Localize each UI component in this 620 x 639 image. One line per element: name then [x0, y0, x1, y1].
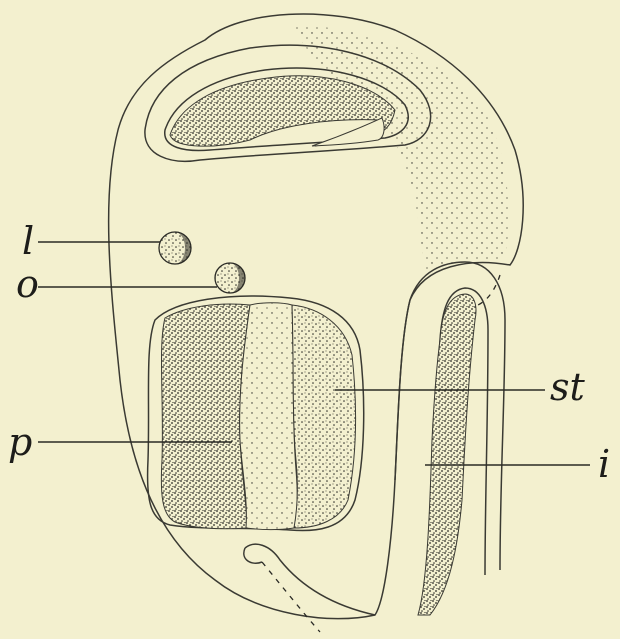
label-l: l — [22, 219, 34, 263]
dashed-canal-upper — [478, 275, 500, 305]
dorsal-band — [290, 25, 508, 272]
lower-chamber-right — [292, 305, 355, 528]
label-o: o — [16, 262, 39, 306]
label-i: i — [598, 442, 610, 486]
upper-chamber-cleft — [312, 118, 384, 146]
label-st: st — [550, 365, 586, 409]
lower-duct-end — [244, 548, 262, 563]
intestine-wall — [418, 294, 476, 615]
lower-chamber-left-mass — [161, 304, 250, 529]
lower-duct — [245, 544, 375, 615]
lower-chamber-center — [240, 303, 298, 530]
label-p: p — [8, 420, 32, 464]
